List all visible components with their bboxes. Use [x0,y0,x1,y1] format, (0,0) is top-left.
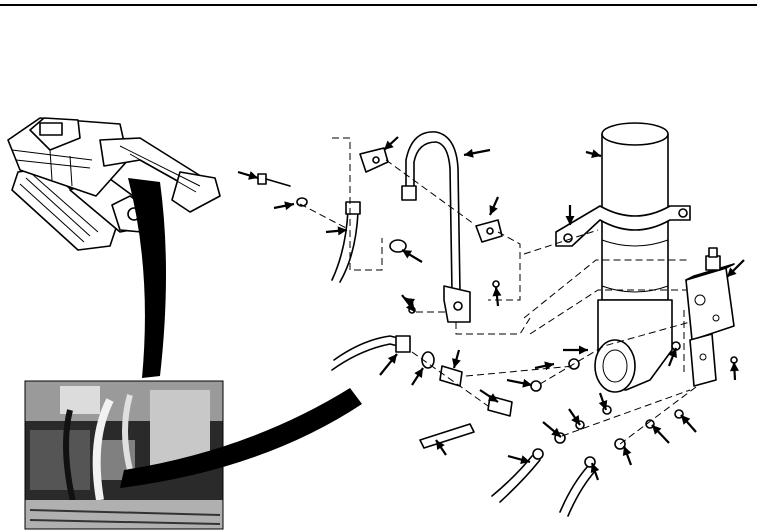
callout-arrow [479,389,499,403]
callout-arrow [598,392,608,411]
header-rule [0,4,757,6]
callout-arrow [492,286,502,307]
callout-arrow [726,259,745,278]
callout-arrow [622,445,633,466]
callout-arrow [435,439,447,456]
callout-arrow [542,421,562,438]
callout-arrow [667,347,678,367]
callout-arrow [585,149,602,159]
pointer-bands [120,178,362,488]
callout-arrow [379,353,398,376]
callout-arrows [237,136,745,481]
photo-inset [24,380,224,530]
callout-arrow [730,361,739,381]
callout-arrow [565,205,575,225]
callout-arrow [404,297,416,307]
callout-arrow [401,249,423,263]
callout-arrow [488,196,500,216]
callout-arrow [383,136,399,151]
callout-arrow [273,201,295,211]
callout-arrow [507,454,531,464]
exploded-parts [257,122,738,517]
callout-arrow [563,345,588,355]
callout-arrow [411,367,424,386]
callout-arrow [506,378,533,388]
callout-arrow [237,170,259,180]
callout-arrow [534,361,555,371]
callout-arrow [463,148,491,158]
callout-arrow [590,462,600,481]
callout-arrow [651,424,670,444]
callout-arrow [452,349,461,369]
excavator-illustration [7,117,221,251]
callout-arrow [325,226,348,236]
callout-arrow [568,408,581,426]
callout-arrow [680,414,697,433]
